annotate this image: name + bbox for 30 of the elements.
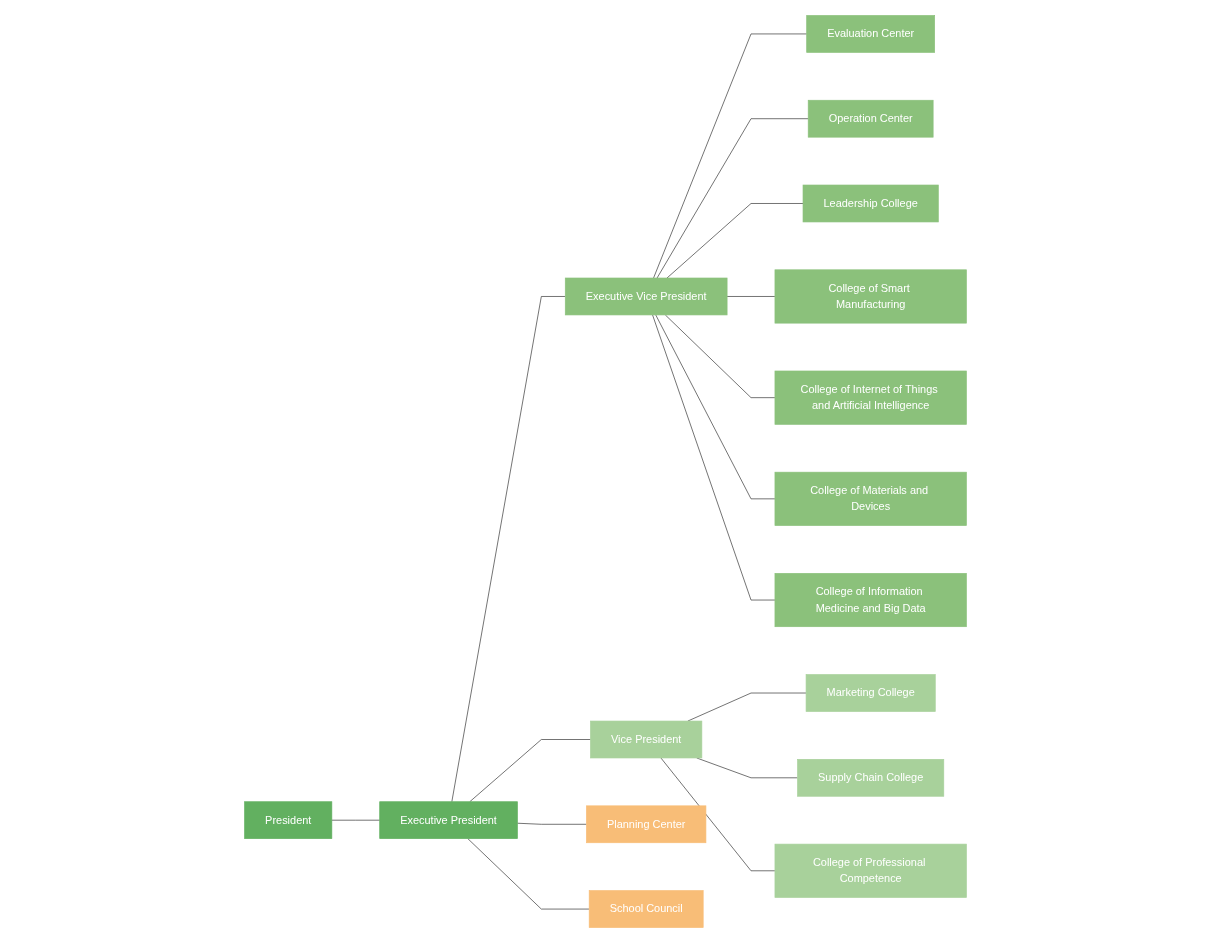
connector — [517, 822, 587, 825]
connector — [467, 838, 590, 910]
node-box: College of Smart Manufacturing — [774, 269, 967, 324]
node-box: Vice President — [590, 720, 703, 759]
node-box: School Council — [588, 890, 704, 928]
connector — [664, 314, 776, 398]
node-box: Leadership College — [802, 184, 939, 223]
connector — [655, 314, 776, 500]
node-box: College of Internet of Things and Artificial Intelligence — [774, 370, 967, 425]
node-box: College of Materials and Devices — [774, 471, 967, 526]
node-box: Executive Vice President — [564, 277, 728, 316]
connector — [451, 296, 566, 803]
node-box: College of Professional Competence — [774, 843, 967, 898]
connector — [666, 203, 804, 279]
node-box: Evaluation Center — [806, 15, 935, 53]
node-box: Operation Center — [807, 99, 934, 138]
connector — [660, 757, 776, 872]
connector — [726, 296, 776, 297]
connector — [652, 314, 776, 601]
node-box: President — [244, 801, 333, 839]
node-box: Executive President — [379, 801, 518, 839]
connector — [696, 757, 798, 779]
node-box: Supply Chain College — [797, 759, 945, 797]
node-box: College of Information Medicine and Big Data — [774, 573, 967, 628]
connector — [469, 739, 591, 803]
connector — [687, 692, 807, 722]
connector — [653, 33, 807, 279]
connector — [656, 118, 809, 279]
node-box: Planning Center — [586, 805, 707, 844]
node-box: Marketing College — [805, 674, 936, 712]
